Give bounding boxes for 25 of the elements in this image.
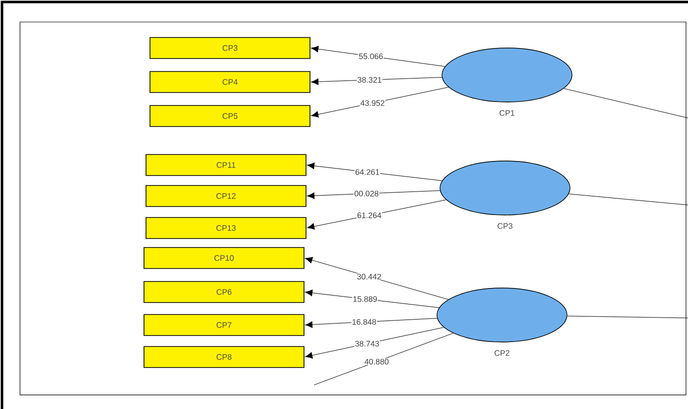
edge-label: 40.880	[364, 358, 389, 364]
indicator-box: CP8	[144, 346, 304, 368]
indicator-box: CP3	[150, 37, 310, 59]
edge-label: 55.066	[359, 53, 383, 60]
construct-label: CP1	[500, 110, 514, 116]
indicator-box: CP13	[146, 217, 306, 239]
edge-label: 43.952	[360, 100, 384, 106]
edge-label: 00.028	[354, 190, 378, 196]
indicator-box: CP5	[150, 105, 310, 127]
indicator-box: CP7	[144, 314, 304, 336]
edge-label: 30.442	[357, 274, 381, 280]
edge-label: 61.264	[357, 212, 382, 218]
construct-label: CP3	[498, 223, 512, 229]
edge-label: 38.321	[358, 77, 382, 83]
indicator-box: CP11	[146, 154, 306, 176]
arrow	[305, 256, 448, 300]
edge-label: 15.889	[353, 296, 377, 302]
edge-label: 64.261	[356, 169, 380, 175]
indicator-box: CP10	[144, 247, 304, 269]
indicator-box: CP4	[150, 71, 310, 93]
indicator-box: CP6	[144, 281, 304, 303]
construct-label: CP2	[494, 350, 510, 356]
edge-label: 38.743	[355, 340, 379, 346]
edge-label: 16.848	[352, 319, 376, 325]
indicator-box: CP12	[146, 185, 306, 207]
